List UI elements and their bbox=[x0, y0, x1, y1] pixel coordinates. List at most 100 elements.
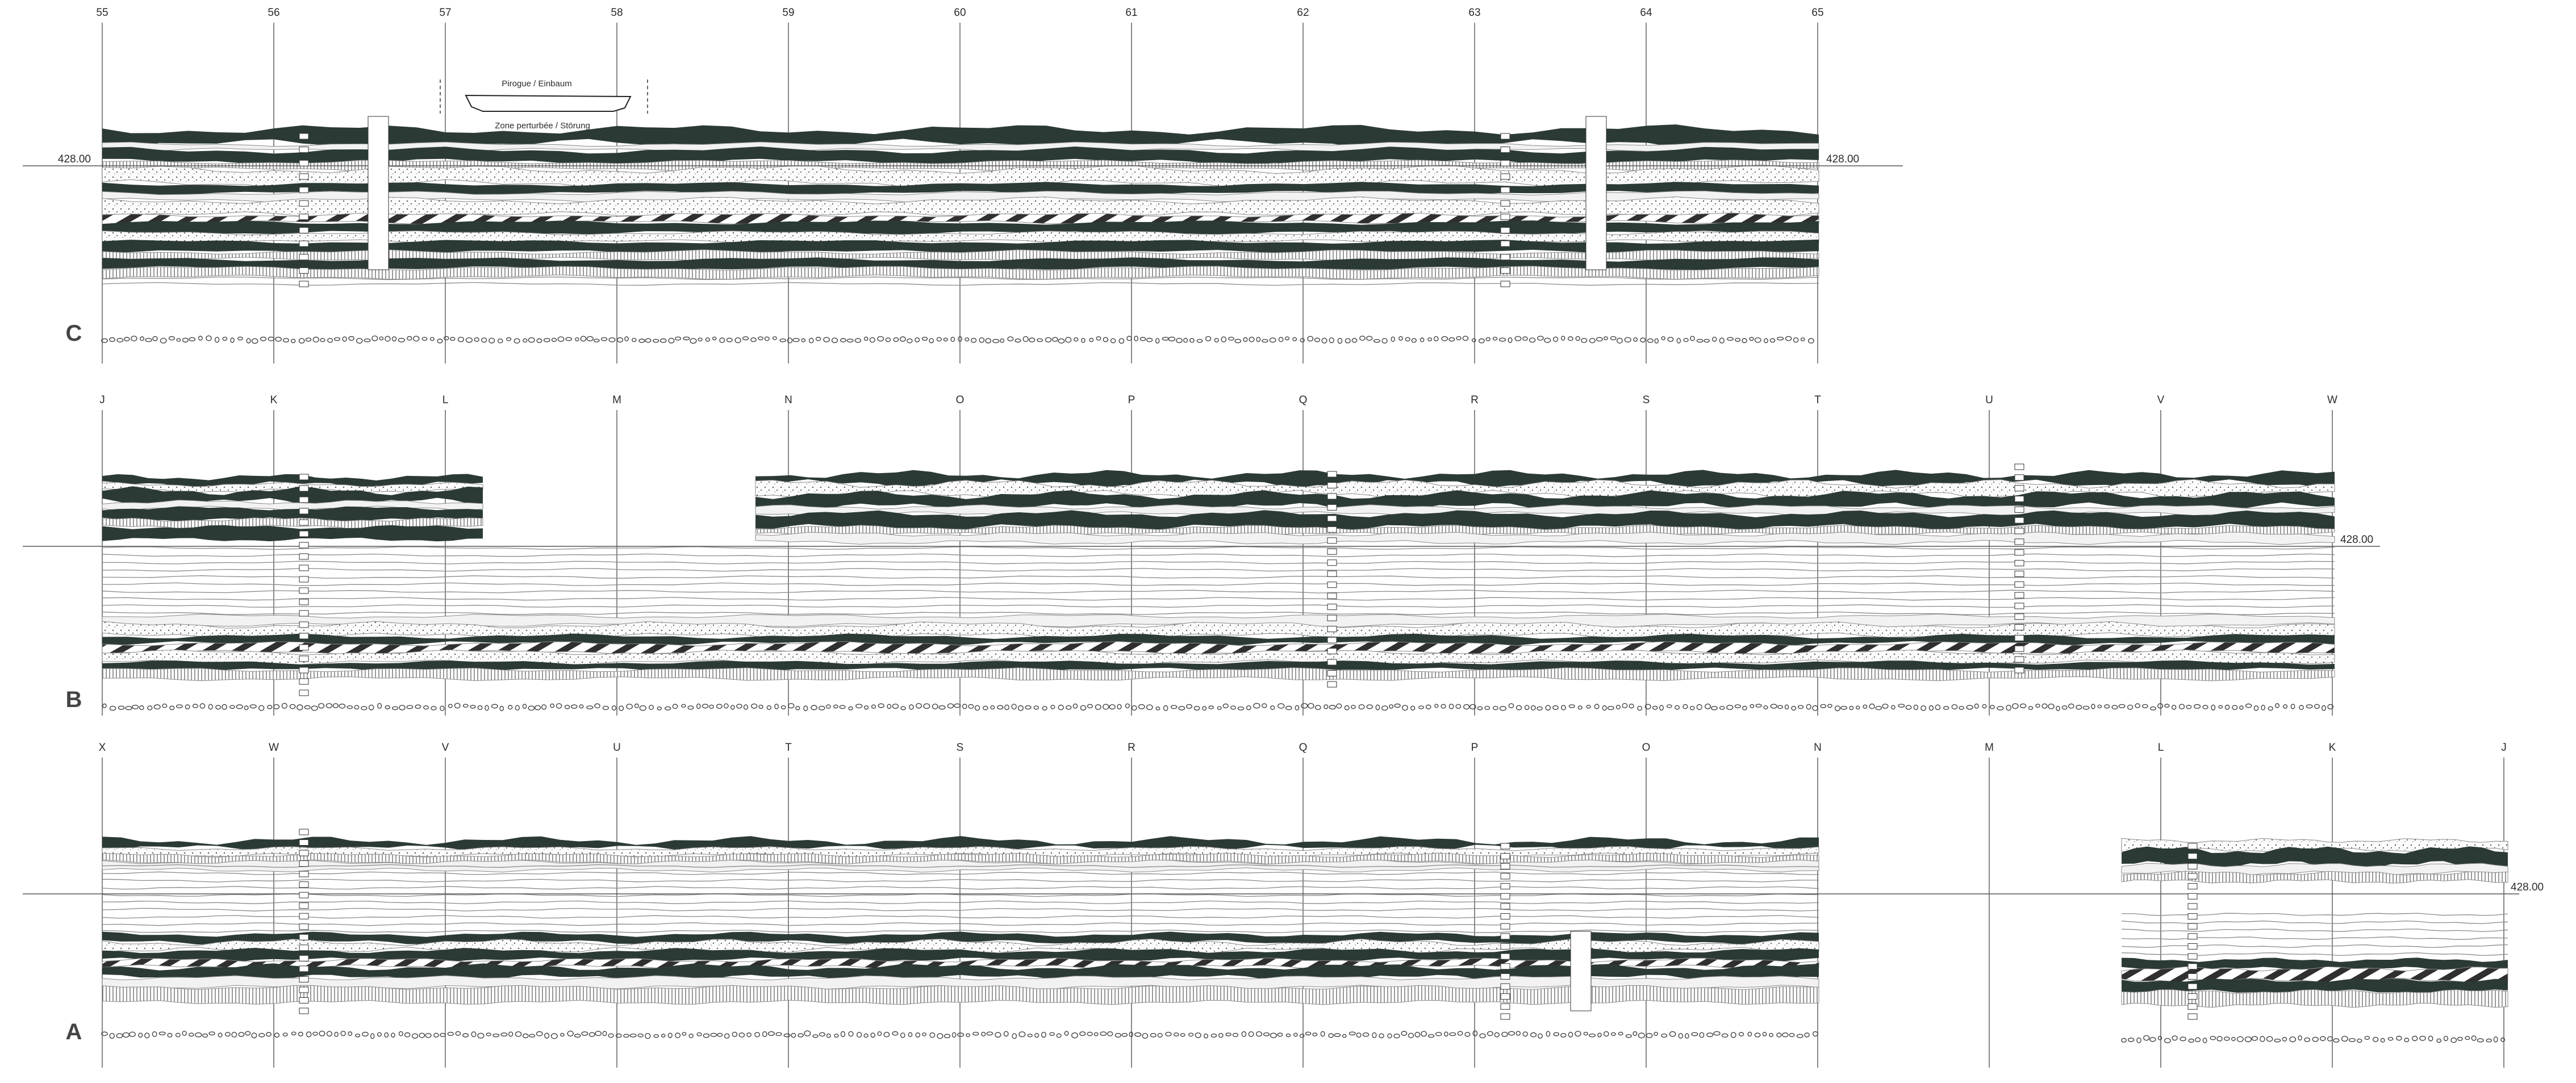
pebble bbox=[2076, 705, 2082, 710]
pebble bbox=[1324, 704, 1329, 709]
sample-tag bbox=[299, 474, 309, 480]
pebble bbox=[244, 705, 249, 710]
sample-tag bbox=[2187, 983, 2198, 990]
pebble bbox=[1449, 1032, 1456, 1036]
pebble bbox=[265, 1032, 272, 1037]
pebble bbox=[1103, 704, 1109, 710]
layer-band bbox=[2121, 966, 2508, 983]
pebble bbox=[218, 1032, 223, 1038]
pebble bbox=[608, 1033, 614, 1038]
pebble bbox=[1622, 703, 1628, 709]
pebble bbox=[147, 705, 153, 710]
pebble bbox=[962, 704, 967, 709]
sample-tag bbox=[299, 254, 309, 261]
grid-label: N bbox=[1814, 742, 1822, 754]
pebble bbox=[175, 1032, 181, 1038]
pebble bbox=[1195, 1032, 1201, 1038]
pebble bbox=[602, 705, 609, 710]
grid-label: 61 bbox=[1125, 7, 1137, 19]
pebble bbox=[839, 705, 846, 709]
pebble bbox=[2312, 1036, 2319, 1042]
pebble bbox=[726, 337, 733, 342]
pebble bbox=[1234, 338, 1242, 344]
pebble bbox=[1029, 337, 1036, 342]
pebble bbox=[379, 336, 384, 341]
pebble bbox=[710, 1032, 717, 1037]
pebble bbox=[1241, 1031, 1247, 1037]
pebble bbox=[1750, 704, 1755, 708]
pebble bbox=[1221, 336, 1227, 342]
pebble bbox=[1849, 705, 1854, 710]
pebble bbox=[1710, 706, 1718, 710]
pebble bbox=[1494, 1032, 1500, 1038]
pebble bbox=[528, 705, 535, 711]
pebble bbox=[957, 1032, 965, 1037]
pebble bbox=[1427, 1034, 1435, 1038]
pebble bbox=[182, 1030, 187, 1036]
sample-tag bbox=[1500, 173, 1510, 180]
pebble bbox=[1307, 703, 1314, 709]
pebble bbox=[1546, 1031, 1551, 1037]
sample-tag bbox=[299, 565, 309, 571]
pebble bbox=[370, 1033, 375, 1039]
pebble bbox=[1351, 338, 1358, 343]
pebble bbox=[2186, 705, 2192, 709]
sample-tag bbox=[2014, 581, 2024, 588]
stratum-line bbox=[102, 546, 2335, 550]
pebble bbox=[1661, 336, 1665, 341]
pebble bbox=[327, 338, 333, 343]
pebble bbox=[1618, 1031, 1623, 1036]
pebble bbox=[1581, 338, 1588, 343]
pebble bbox=[1602, 705, 1607, 711]
pebble bbox=[1285, 336, 1290, 341]
pebble bbox=[109, 705, 116, 711]
pebble bbox=[846, 338, 854, 343]
pebble bbox=[717, 1032, 723, 1037]
pebble bbox=[132, 704, 139, 709]
pebble bbox=[979, 337, 985, 343]
pebble bbox=[1155, 338, 1160, 344]
pebble bbox=[929, 338, 934, 344]
grid-label: 59 bbox=[782, 7, 794, 19]
pebble bbox=[346, 705, 353, 709]
pebble bbox=[1840, 706, 1847, 710]
pebble bbox=[687, 705, 694, 710]
pebble bbox=[2364, 1035, 2370, 1040]
pebble bbox=[457, 337, 465, 342]
sample-tag bbox=[1327, 493, 1337, 500]
pebble bbox=[2056, 705, 2060, 712]
pebble bbox=[474, 337, 479, 342]
pebble bbox=[951, 1032, 957, 1038]
pebble bbox=[2412, 1035, 2418, 1042]
layer-band bbox=[102, 506, 483, 522]
pebble bbox=[1425, 704, 1431, 710]
pebble bbox=[1448, 704, 1454, 709]
pebble bbox=[1052, 337, 1058, 342]
pebble bbox=[923, 703, 930, 709]
pebble bbox=[965, 337, 970, 342]
pebble bbox=[1301, 703, 1308, 709]
pebble bbox=[168, 336, 176, 341]
pebble bbox=[1777, 336, 1784, 341]
pebble bbox=[767, 1031, 775, 1036]
sample-tag bbox=[1500, 214, 1510, 220]
pebble bbox=[1277, 1032, 1283, 1037]
pebble bbox=[2253, 705, 2259, 711]
pebble bbox=[2164, 1038, 2171, 1043]
pebble bbox=[158, 1031, 166, 1035]
pebble bbox=[268, 336, 275, 341]
pebble bbox=[1034, 1032, 1039, 1038]
layer-band bbox=[2121, 871, 2508, 884]
pebble bbox=[883, 1031, 890, 1038]
pebble bbox=[2266, 1036, 2273, 1042]
pebble bbox=[1072, 703, 1078, 709]
pebble bbox=[1000, 338, 1005, 343]
pebble bbox=[801, 338, 806, 342]
pebble bbox=[1882, 703, 1889, 709]
layer-band bbox=[2121, 989, 2508, 1008]
pebble bbox=[404, 1032, 411, 1038]
pebble bbox=[1704, 703, 1711, 709]
pebble bbox=[1073, 337, 1079, 342]
sample-tag bbox=[1327, 592, 1337, 599]
pebble bbox=[273, 704, 280, 709]
